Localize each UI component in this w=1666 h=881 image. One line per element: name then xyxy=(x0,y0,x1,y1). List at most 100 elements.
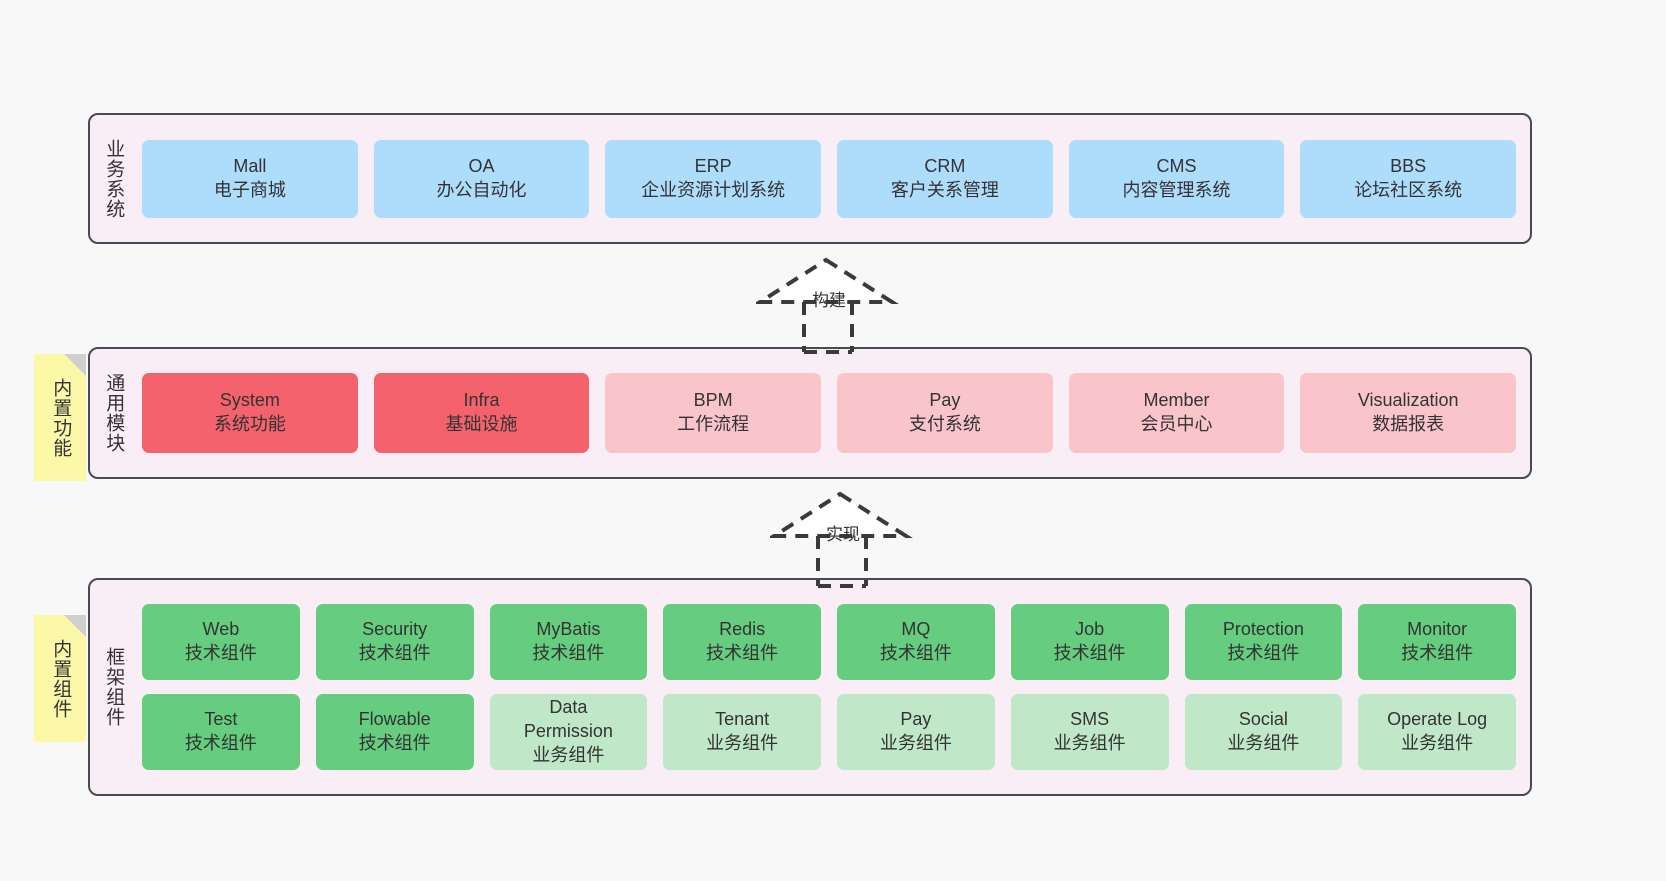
node-mybatis[interactable]: MyBatis 技术组件 xyxy=(489,604,648,680)
note-builtin-function: 内置功能 xyxy=(34,354,86,481)
node-subtitle: 支付系统 xyxy=(908,414,981,434)
node-system[interactable]: System 系统功能 xyxy=(142,373,358,453)
node-pay[interactable]: Pay 支付系统 xyxy=(837,373,1053,453)
note-label: 内置功能 xyxy=(50,377,72,458)
node-subtitle: 技术组件 xyxy=(1401,643,1474,663)
node-subtitle: 论坛社区系统 xyxy=(1354,179,1463,200)
layer-cells-business-system: Mall 电子商城 OA 办公自动化 ERP 企业资源计划系统 CRM 客户关系… xyxy=(136,115,1530,242)
node-title: Mall xyxy=(233,155,267,176)
node-subtitle: 技术组件 xyxy=(1053,643,1126,663)
node-infra[interactable]: Infra 基础设施 xyxy=(373,373,590,453)
node-title: System xyxy=(219,390,280,411)
node-sms[interactable]: SMS 业务组件 xyxy=(1010,694,1169,770)
layer-business-system: 业务系统 Mall 电子商城 OA 办公自动化 ERP 企业资源计划系统 CRM… xyxy=(88,113,1532,244)
node-subtitle: 企业资源计划系统 xyxy=(641,179,786,200)
node-subtitle: 业务组件 xyxy=(706,733,779,753)
note-label: 内置组件 xyxy=(50,638,72,719)
node-title: CRM xyxy=(924,155,966,176)
node-data-permission[interactable]: Data Permission 业务组件 xyxy=(489,694,648,770)
node-title: Operate Log xyxy=(1387,709,1488,730)
node-title: Data Permission xyxy=(523,697,613,742)
node-title: Pay xyxy=(929,390,961,411)
node-bpm[interactable]: BPM 工作流程 xyxy=(605,373,822,453)
node-pay-business[interactable]: Pay 业务组件 xyxy=(837,694,995,770)
connector-implement: 实现 xyxy=(767,490,930,588)
node-subtitle: 技术组件 xyxy=(358,643,431,663)
node-mq[interactable]: MQ 技术组件 xyxy=(837,604,995,680)
node-redis[interactable]: Redis 技术组件 xyxy=(663,604,821,680)
node-flowable[interactable]: Flowable 技术组件 xyxy=(315,694,474,770)
node-subtitle: 工作流程 xyxy=(677,414,750,434)
layer-cells-framework-component: Web 技术组件 Security 技术组件 MyBatis 技术组件 Redi… xyxy=(136,580,1530,794)
node-web[interactable]: Web 技术组件 xyxy=(142,604,300,680)
node-crm[interactable]: CRM 客户关系管理 xyxy=(837,139,1053,218)
node-subtitle: 基础设施 xyxy=(445,414,518,434)
node-subtitle: 业务组件 xyxy=(1401,733,1474,753)
node-subtitle: 技术组件 xyxy=(1227,643,1300,663)
connector-build: 构建 xyxy=(753,256,916,354)
layer-title-business-system: 业务系统 xyxy=(103,138,125,219)
node-subtitle: 技术组件 xyxy=(706,643,779,663)
node-mall[interactable]: Mall 电子商城 xyxy=(142,139,358,218)
node-title: ERP xyxy=(694,155,732,176)
node-test[interactable]: Test 技术组件 xyxy=(142,694,300,770)
node-title: Infra xyxy=(463,390,500,411)
note-fold-icon xyxy=(64,354,86,376)
node-title: Member xyxy=(1143,390,1210,411)
node-title: Flowable xyxy=(358,709,431,730)
layer-title-common-module: 通用模块 xyxy=(103,373,125,453)
node-title: Monitor xyxy=(1407,619,1468,640)
node-operate-log[interactable]: Operate Log 业务组件 xyxy=(1358,694,1516,770)
node-bbs[interactable]: BBS 论坛社区系统 xyxy=(1300,139,1517,218)
cell-row: Test 技术组件 Flowable 技术组件 Data Permission … xyxy=(142,694,1516,770)
node-title: Visualization xyxy=(1357,390,1459,411)
node-title: Social xyxy=(1238,709,1288,730)
node-subtitle: 业务组件 xyxy=(1227,733,1300,753)
node-title: Tenant xyxy=(715,709,770,730)
node-subtitle: 业务组件 xyxy=(532,744,605,765)
node-protection[interactable]: Protection 技术组件 xyxy=(1184,604,1343,680)
node-subtitle: 电子商城 xyxy=(213,179,286,200)
cell-row: System 系统功能 Infra 基础设施 BPM 工作流程 Pay 支付系统… xyxy=(142,373,1517,453)
node-social[interactable]: Social 业务组件 xyxy=(1184,694,1343,770)
node-title: OA xyxy=(468,155,495,176)
node-oa[interactable]: OA 办公自动化 xyxy=(373,139,590,218)
node-cms[interactable]: CMS 内容管理系统 xyxy=(1068,139,1285,218)
generalization-arrow-icon xyxy=(767,491,913,588)
node-erp[interactable]: ERP 企业资源计划系统 xyxy=(605,139,822,218)
generalization-arrow-icon xyxy=(753,257,899,354)
node-subtitle: 技术组件 xyxy=(532,643,605,663)
connector-label-implement: 实现 xyxy=(826,525,860,544)
node-subtitle: 业务组件 xyxy=(1053,733,1126,753)
node-title: MyBatis xyxy=(536,619,601,640)
node-subtitle: 数据报表 xyxy=(1372,414,1445,434)
node-visualization[interactable]: Visualization 数据报表 xyxy=(1300,373,1517,453)
node-subtitle: 办公自动化 xyxy=(436,179,527,200)
note-builtin-component: 内置组件 xyxy=(34,615,86,742)
cell-row: Web 技术组件 Security 技术组件 MyBatis 技术组件 Redi… xyxy=(142,604,1516,680)
node-subtitle: 业务组件 xyxy=(879,733,952,753)
layer-title-framework-component: 框架组件 xyxy=(103,647,125,727)
node-subtitle: 技术组件 xyxy=(358,733,431,753)
node-title: Protection xyxy=(1222,619,1304,640)
node-title: Redis xyxy=(719,619,766,640)
node-title: SMS xyxy=(1070,709,1110,730)
node-title: CMS xyxy=(1156,155,1197,176)
node-member[interactable]: Member 会员中心 xyxy=(1068,373,1285,453)
node-title: Job xyxy=(1075,619,1105,640)
layer-framework-component: 框架组件 Web 技术组件 Security 技术组件 MyBatis 技术组件… xyxy=(88,578,1532,796)
node-title: MQ xyxy=(901,619,931,640)
node-subtitle: 客户关系管理 xyxy=(890,179,999,200)
node-subtitle: 技术组件 xyxy=(879,643,952,663)
node-subtitle: 系统功能 xyxy=(213,414,286,434)
node-title: BBS xyxy=(1390,155,1427,176)
node-job[interactable]: Job 技术组件 xyxy=(1010,604,1169,680)
node-subtitle: 技术组件 xyxy=(184,733,257,753)
node-subtitle: 内容管理系统 xyxy=(1122,179,1231,200)
cell-row: Mall 电子商城 OA 办公自动化 ERP 企业资源计划系统 CRM 客户关系… xyxy=(142,139,1517,218)
node-subtitle: 技术组件 xyxy=(184,643,257,663)
node-monitor[interactable]: Monitor 技术组件 xyxy=(1358,604,1516,680)
node-security[interactable]: Security 技术组件 xyxy=(315,604,474,680)
node-tenant[interactable]: Tenant 业务组件 xyxy=(663,694,821,770)
